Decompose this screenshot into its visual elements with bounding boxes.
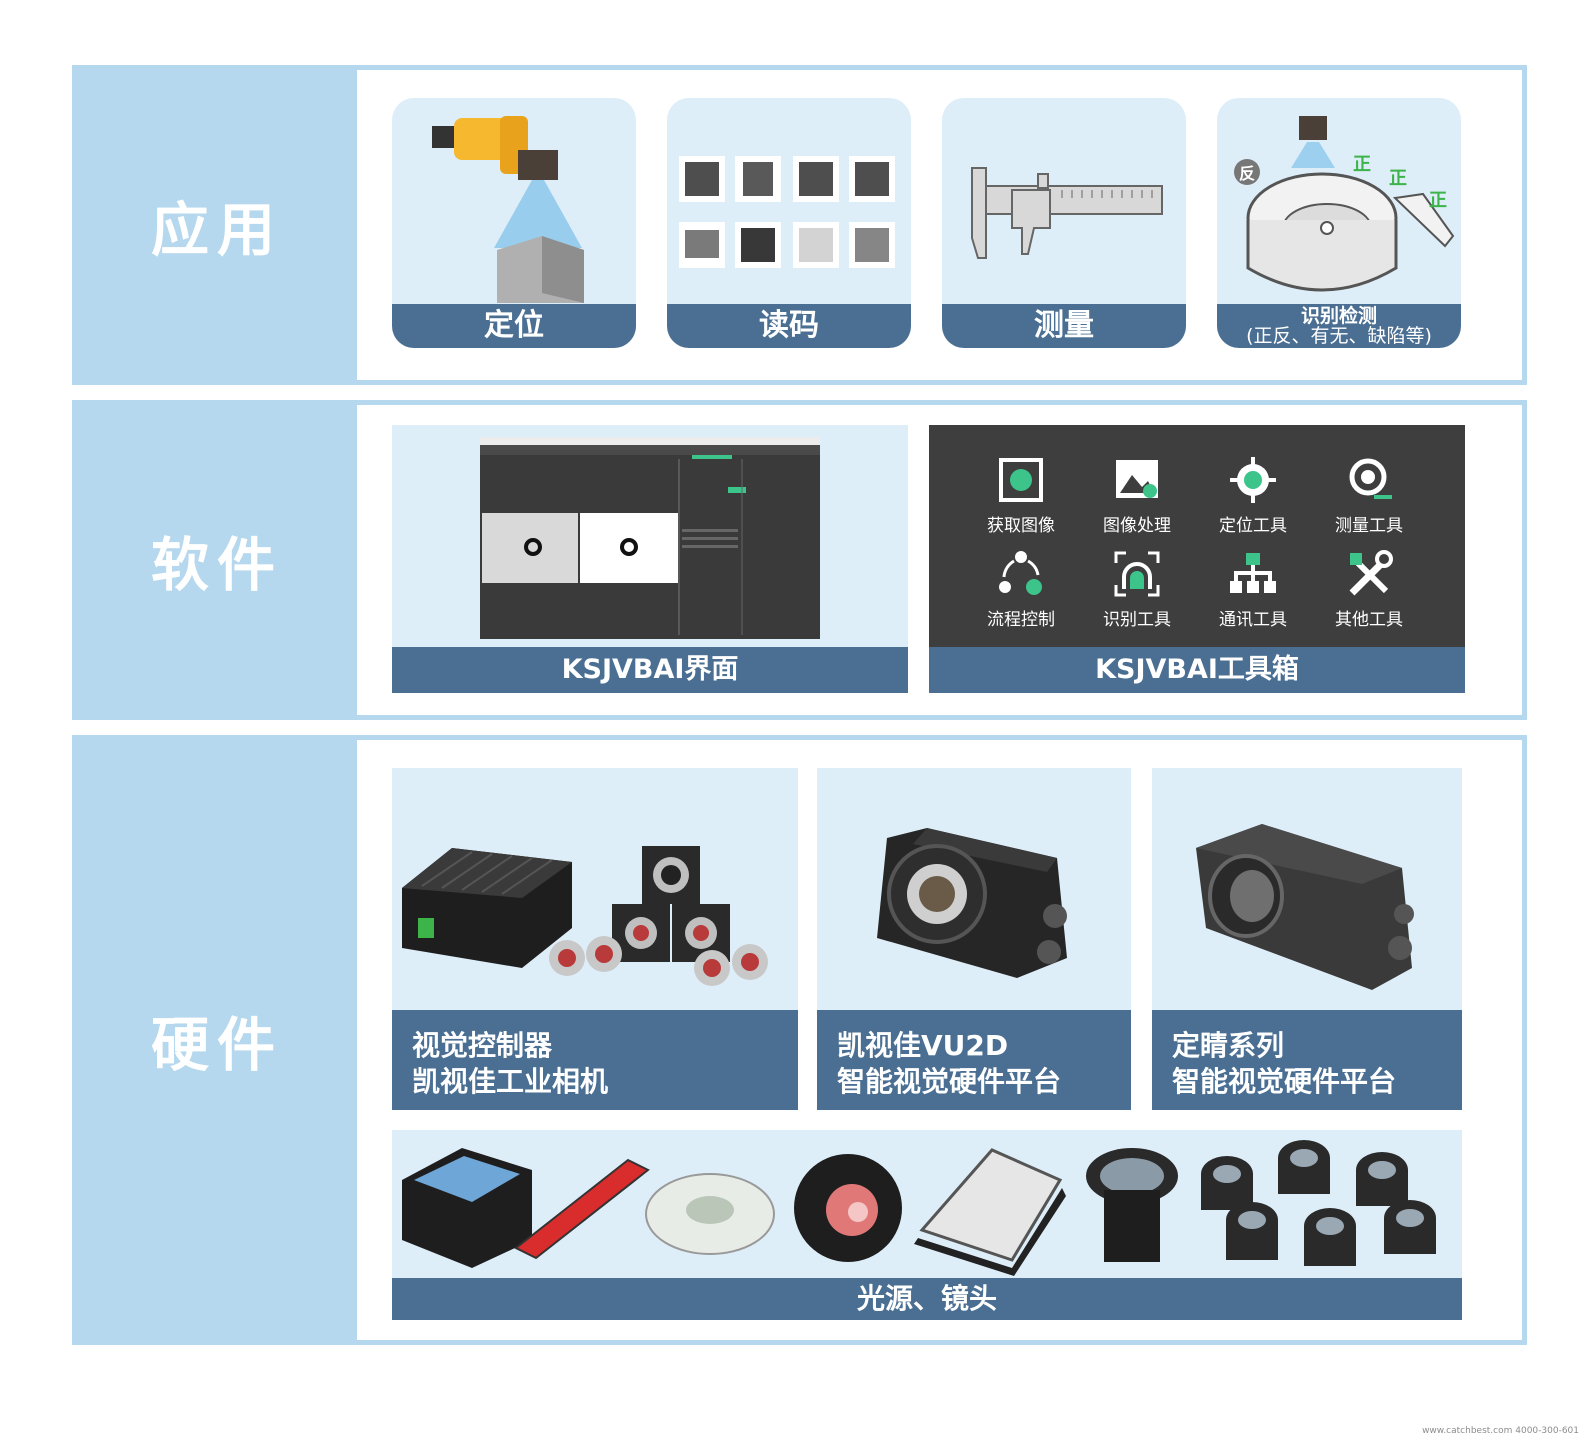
feeder-inspection-illustration — [1234, 116, 1455, 292]
toolbox-label: KSJVBAI工具箱 — [929, 647, 1465, 693]
tool-acquire-image[interactable]: 获取图像 — [971, 455, 1071, 536]
tool-positioning-label: 定位工具 — [1219, 516, 1287, 536]
tool-other[interactable]: 其他工具 — [1319, 549, 1419, 630]
vu2d-camera-illustration — [877, 828, 1067, 978]
lights-lenses-label: 光源、镜头 — [392, 1278, 1462, 1320]
vu2d-label-line2: 智能视觉硬件平台 — [837, 1065, 1062, 1098]
code-reading-card[interactable]: 读码 — [667, 98, 911, 348]
application-section: 应用 定位 — [72, 65, 1527, 385]
inspection-label: 识别检测 (正反、有无、缺陷等) — [1217, 304, 1461, 348]
controller-label: 视觉控制器 凯视佳工业相机 — [392, 1010, 798, 1110]
tool-image-processing-label: 图像处理 — [1103, 516, 1171, 536]
controller-and-cameras-illustration — [402, 846, 768, 986]
flow-control-icon — [999, 551, 1042, 595]
footer-contact: www.catchbest.com 4000-300-601 — [1422, 1426, 1579, 1436]
image-processing-icon — [1116, 460, 1158, 498]
lights-and-lenses-illustration — [402, 1140, 1436, 1276]
tool-communication[interactable]: 通讯工具 — [1203, 549, 1303, 630]
positioning-label: 定位 — [392, 304, 636, 348]
hardware-section: 硬件 视觉控制器 凯视佳工业相机 — [72, 735, 1527, 1345]
software-section: 软件 KSJVBAI界面 获取图像 图像处理 — [72, 400, 1527, 720]
tool-positioning[interactable]: 定位工具 — [1203, 455, 1303, 536]
controller-label-line1: 视觉控制器 — [412, 1029, 553, 1062]
tool-recognition[interactable]: 识别工具 — [1087, 549, 1187, 630]
controller-label-line2: 凯视佳工业相机 — [412, 1065, 609, 1098]
network-icon — [1230, 553, 1276, 593]
dingjing-label: 定睛系列 智能视觉硬件平台 — [1152, 1010, 1462, 1110]
tool-acquire-image-label: 获取图像 — [987, 516, 1055, 536]
inspection-label-line2: (正反、有无、缺陷等) — [1246, 325, 1432, 347]
inspection-label-line1: 识别检测 — [1300, 305, 1377, 327]
back-mark: 反 — [1238, 164, 1255, 183]
software-side-panel: 软件 — [77, 405, 357, 715]
front-mark-3: 正 — [1429, 190, 1447, 211]
lights-lenses-card[interactable]: 光源、镜头 — [392, 1130, 1462, 1320]
interface-label: KSJVBAI界面 — [392, 647, 908, 693]
hardware-title: 硬件 — [150, 1011, 283, 1079]
application-title: 应用 — [150, 196, 283, 264]
tool-recognition-label: 识别工具 — [1103, 610, 1171, 630]
vu2d-label: 凯视佳VU2D 智能视觉硬件平台 — [817, 1010, 1131, 1110]
recognition-icon — [1114, 551, 1160, 597]
tool-communication-label: 通讯工具 — [1219, 610, 1287, 630]
caliper-illustration — [971, 167, 1163, 259]
software-interface-screenshot — [480, 437, 820, 639]
interface-card[interactable]: KSJVBAI界面 — [392, 425, 908, 693]
qr-codes-illustration — [679, 156, 895, 268]
tool-flow-control[interactable]: 流程控制 — [971, 549, 1071, 630]
positioning-card[interactable]: 定位 — [392, 98, 636, 348]
dingjing-card[interactable]: 定睛系列 智能视觉硬件平台 — [1152, 768, 1462, 1110]
software-title: 软件 — [150, 531, 283, 599]
crosshair-icon — [1230, 457, 1276, 503]
front-mark-1: 正 — [1353, 154, 1371, 175]
controller-card[interactable]: 视觉控制器 凯视佳工业相机 — [392, 768, 798, 1110]
toolbox-card[interactable]: 获取图像 图像处理 定位工具 测量工具 流程控制 识别工具 通讯工具 其他工具 — [929, 425, 1465, 693]
vu2d-label-line1: 凯视佳VU2D — [837, 1029, 1009, 1062]
application-side-panel: 应用 — [77, 70, 357, 380]
inspection-card[interactable]: 反 正 正 正 识别检测 (正反、有无、缺陷等) — [1217, 98, 1461, 348]
dingjing-label-line1: 定睛系列 — [1172, 1029, 1285, 1062]
tool-image-processing[interactable]: 图像处理 — [1087, 455, 1187, 536]
tool-other-label: 其他工具 — [1335, 610, 1403, 630]
vu2d-card[interactable]: 凯视佳VU2D 智能视觉硬件平台 — [817, 768, 1131, 1110]
dingjing-camera-illustration — [1196, 824, 1414, 990]
code-reading-label: 读码 — [667, 304, 911, 348]
tool-measurement[interactable]: 测量工具 — [1319, 455, 1419, 536]
tools-icon — [1349, 550, 1393, 596]
tool-flow-control-label: 流程控制 — [987, 610, 1055, 630]
dingjing-label-line2: 智能视觉硬件平台 — [1172, 1065, 1397, 1098]
acquire-image-icon — [999, 458, 1043, 502]
robot-arm-camera-illustration — [432, 116, 584, 303]
measurement-label: 测量 — [942, 304, 1186, 348]
measurement-icon — [1349, 458, 1392, 499]
hardware-side-panel: 硬件 — [77, 740, 357, 1340]
tool-measurement-label: 测量工具 — [1335, 516, 1403, 536]
measurement-card[interactable]: 测量 — [942, 98, 1186, 348]
front-mark-2: 正 — [1389, 168, 1407, 189]
